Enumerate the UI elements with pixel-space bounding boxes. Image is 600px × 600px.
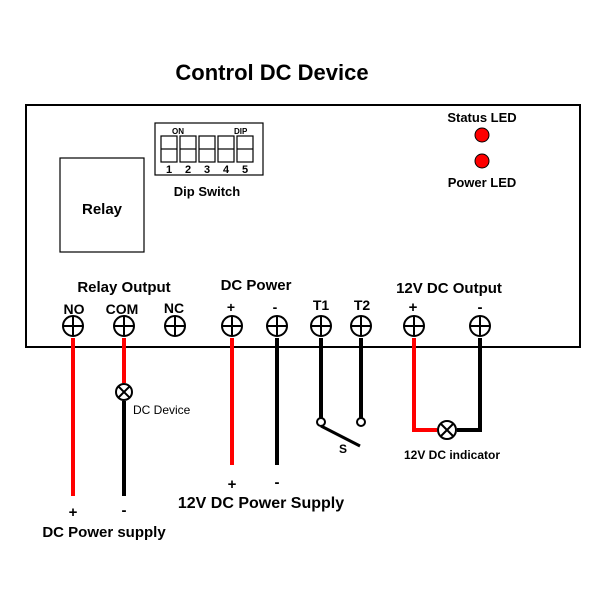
- terminal-power-plus-label: +: [227, 299, 235, 315]
- terminal-t1-label: T1: [313, 297, 330, 313]
- relay-label: Relay: [82, 201, 123, 218]
- dip-number-3: 3: [204, 164, 210, 176]
- dip-switch: ON DIP 1 2 3 4 5: [154, 122, 264, 176]
- terminal-t2-label: T2: [354, 297, 371, 313]
- dc-minus-label: -: [122, 502, 127, 519]
- dc-power-heading: DC Power: [221, 277, 292, 294]
- diagram-title: Control DC Device: [175, 60, 368, 85]
- switch-contact-t1: [316, 417, 326, 427]
- wires: [71, 338, 482, 496]
- terminal-output-minus[interactable]: [469, 315, 491, 337]
- terminal-output-plus[interactable]: [403, 315, 425, 337]
- status-led-label: Status LED: [447, 110, 516, 125]
- terminal-power-minus[interactable]: [266, 315, 288, 337]
- terminal-com[interactable]: [113, 315, 135, 337]
- dip-switch-toggle-4[interactable]: [217, 135, 235, 163]
- power-led-label: Power LED: [448, 175, 517, 190]
- indicator-lamp-icon: [437, 420, 457, 440]
- dip-number-5: 5: [242, 164, 248, 176]
- power-led: [474, 153, 490, 169]
- terminal-com-label: COM: [106, 301, 139, 317]
- switch-contact-t2: [356, 417, 366, 427]
- terminal-power-minus-label: -: [273, 299, 278, 315]
- dc-device-label: DC Device: [133, 403, 191, 417]
- supply-minus-label: -: [275, 474, 280, 491]
- terminal-no-label: NO: [64, 301, 85, 317]
- dip-on-label: ON: [172, 127, 184, 136]
- terminal-t2[interactable]: [350, 315, 372, 337]
- dip-number-2: 2: [185, 164, 191, 176]
- relay-box: [59, 157, 145, 253]
- dip-switch-toggle-5[interactable]: [236, 135, 254, 163]
- terminal-output-minus-label: -: [478, 299, 483, 316]
- dip-number-1: 1: [166, 164, 172, 176]
- switch-label: S: [339, 442, 347, 456]
- dip-label: DIP: [234, 127, 248, 136]
- indicator-label: 12V DC indicator: [404, 448, 500, 462]
- relay-output-heading: Relay Output: [77, 279, 170, 296]
- wire-output-positive: [412, 338, 437, 432]
- dip-number-4: 4: [223, 164, 230, 176]
- wire-output-negative: [457, 338, 482, 432]
- supply-plus-label: +: [228, 476, 237, 493]
- terminal-no[interactable]: [62, 315, 84, 337]
- dip-switch-toggle-2[interactable]: [179, 135, 197, 163]
- terminal-power-plus[interactable]: [221, 315, 243, 337]
- dip-switch-toggle-3[interactable]: [198, 135, 216, 163]
- dc-supply-label: DC Power supply: [42, 524, 166, 541]
- switch-lever: [320, 424, 361, 448]
- terminal-nc[interactable]: [164, 315, 186, 337]
- supply-label: 12V DC Power Supply: [178, 495, 344, 512]
- terminal-nc-label: NC: [164, 300, 184, 316]
- dip-switch-toggle-1[interactable]: [160, 135, 178, 163]
- status-led: [474, 127, 490, 143]
- terminal-t1[interactable]: [310, 315, 332, 337]
- terminal-output-plus-label: +: [409, 299, 418, 316]
- dc-device-lamp-icon: [115, 383, 133, 401]
- dc-plus-label: +: [69, 504, 78, 521]
- dip-switch-caption: Dip Switch: [174, 184, 241, 199]
- dc-output-heading: 12V DC Output: [396, 280, 502, 297]
